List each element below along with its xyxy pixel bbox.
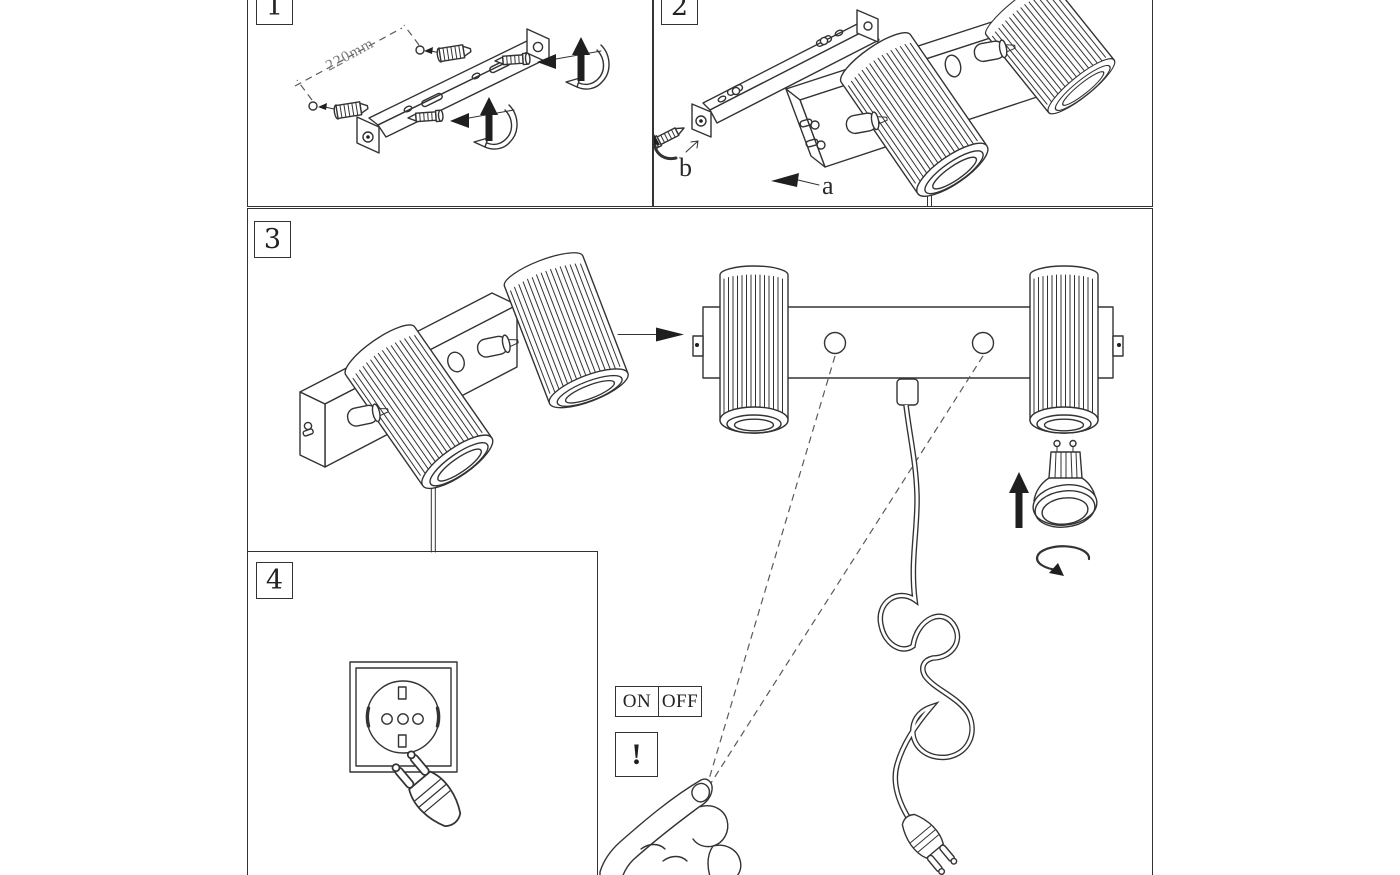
step-number-label: 4	[265, 565, 284, 596]
step-number-1: 1	[256, 0, 293, 25]
step-number-4: 4	[256, 562, 293, 599]
step1-drawing: 220mm	[294, 24, 610, 154]
step-number-3: 3	[254, 221, 291, 258]
slide-arrow-icon	[771, 173, 799, 187]
mounting-bracket	[691, 9, 880, 138]
wall-anchor-right	[415, 42, 473, 64]
insert-bulb-arrow-icon	[1009, 472, 1029, 528]
step2-drawing: b a	[653, 0, 1122, 207]
label-b: b	[679, 153, 692, 182]
step4-drawing	[349, 661, 470, 836]
slide-direction-a: a	[771, 171, 834, 200]
step-number-label: 2	[670, 0, 689, 22]
power-cord	[430, 476, 436, 553]
touch-guide-lines	[706, 355, 984, 787]
screw-lower	[406, 96, 518, 150]
pointing-hand	[599, 778, 742, 875]
power-socket	[349, 661, 458, 773]
label-a: a	[822, 171, 834, 200]
fingernail	[691, 782, 711, 803]
off-label: OFF	[658, 687, 701, 716]
on-label: ON	[622, 690, 652, 712]
screw-b: b	[653, 122, 699, 182]
warning-box: !	[615, 732, 658, 777]
step-number-label: 3	[263, 224, 282, 255]
right-arrow-icon	[656, 327, 684, 342]
panel-divider-vertical	[652, 0, 654, 206]
transition-arrow	[617, 327, 684, 342]
switch-button-left	[823, 331, 847, 355]
insert-arrow-icon	[450, 113, 469, 128]
step-number-label: 1	[265, 0, 284, 22]
switch-button-right	[971, 331, 995, 355]
sheet-frame	[247, 0, 1153, 875]
warning-symbol: !	[631, 737, 642, 771]
step4-panel-frame	[248, 551, 598, 875]
step3-drawing	[299, 244, 1124, 875]
on-off-legend: ON OFF	[615, 686, 702, 717]
screw-upper	[493, 36, 610, 90]
step-number-2: 2	[661, 0, 698, 25]
panel-divider-horizontal	[247, 205, 1153, 209]
gu10-bulb-icon	[1032, 439, 1098, 528]
wall-anchor-left	[308, 99, 370, 121]
assembled-lamp-perspective	[299, 244, 634, 553]
power-cord	[877, 404, 975, 875]
lamp-front-view	[692, 265, 1124, 434]
insert-arrow-icon	[537, 54, 556, 69]
rotate-bulb-arrow-icon	[1035, 545, 1091, 576]
